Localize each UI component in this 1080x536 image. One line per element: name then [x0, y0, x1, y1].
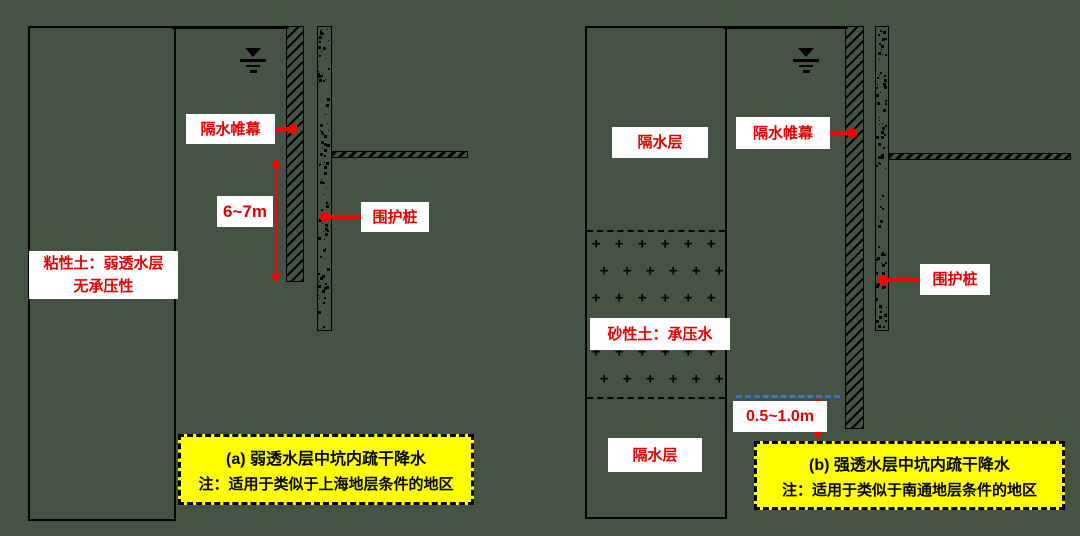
sand-layer-pattern-b: ++++++++++++++++++++++++++++++++++++: [592, 236, 724, 387]
layer-boundary-bottom-b: [587, 397, 725, 399]
measure-arrow-line-a: [274, 165, 278, 275]
sand-layer-label-b: 砂性土：承压水: [590, 318, 730, 350]
caption-title-b: (b) 强透水层中坑内疏干降水: [809, 457, 1010, 474]
measure-arrowhead-down-b: [813, 431, 823, 440]
pile-leader-dot-b: [878, 275, 888, 285]
curtain-leader-line-b: [830, 131, 850, 135]
pile-leader-line-a: [328, 215, 361, 219]
ground-surface-strip-b: [889, 153, 1071, 160]
bottom-layer-label-text-b: 隔水层: [632, 446, 678, 464]
waterproof-curtain-a: [286, 26, 304, 282]
soil-column-b: [585, 26, 727, 519]
pile-leader-dot-a: [320, 212, 330, 222]
measure-arrowhead-down-a: [271, 274, 281, 283]
water-table-icon: [791, 48, 821, 73]
curtain-label-b: 隔水帷幕: [736, 117, 830, 149]
ground-surface-strip-a: [332, 151, 468, 158]
caption-note-b: 注：适用于类似于南通地层条件的地区: [781, 482, 1037, 499]
water-table-icon: [238, 48, 268, 73]
curtain-label-text-b: 隔水帷幕: [752, 124, 813, 142]
soil-label-line1: 粘性土：弱透水层: [43, 255, 164, 272]
caption-note-a: 注：适用于类似于上海地层条件的地区: [198, 476, 454, 493]
soil-layer-label-a: 粘性土：弱透水层 无承压性: [29, 251, 178, 299]
retaining-pile-a: [317, 26, 332, 331]
depth-label-b: 0.5~1.0m: [733, 401, 827, 432]
caption-box-b: (b) 强透水层中坑内疏干降水 注：适用于类似于南通地层条件的地区: [754, 441, 1065, 510]
pile-label-b: 围护桩: [920, 264, 990, 295]
soil-label-line2: 无承压性: [73, 278, 134, 295]
ground-top-line-a: [172, 26, 287, 29]
sand-layer-label-text-b: 砂性土：承压水: [607, 325, 713, 343]
depth-label-text-b: 0.5~1.0m: [745, 408, 815, 425]
curtain-label-text-a: 隔水帷幕: [200, 120, 261, 138]
pile-label-text-a: 围护桩: [372, 208, 418, 226]
ground-top-line-b: [723, 26, 846, 29]
curtain-leader-line-a: [275, 127, 293, 131]
waterproof-curtain-b: [845, 26, 864, 429]
curtain-label-a: 隔水帷幕: [186, 114, 275, 144]
curtain-leader-dot-b: [847, 128, 857, 138]
top-layer-label-b: 隔水层: [612, 127, 708, 158]
depth-label-text-a: 6~7m: [223, 202, 267, 221]
pile-label-text-b: 围护桩: [932, 271, 978, 288]
top-layer-label-text-b: 隔水层: [637, 134, 683, 151]
water-level-dashed-line-b: [736, 395, 840, 398]
caption-box-a: (a) 弱透水层中坑内疏干降水 注：适用于类似于上海地层条件的地区: [178, 434, 474, 505]
curtain-leader-dot-a: [288, 124, 298, 134]
layer-boundary-top-b: [587, 230, 725, 232]
depth-label-a: 6~7m: [217, 196, 273, 227]
measure-arrowhead-up-a: [271, 158, 281, 167]
bottom-layer-label-b: 隔水层: [608, 438, 702, 472]
caption-title-a: (a) 弱透水层中坑内疏干降水: [225, 451, 426, 468]
pile-leader-line-b: [886, 278, 920, 282]
pile-label-a: 围护桩: [361, 202, 429, 232]
retaining-pile-b: [875, 26, 889, 331]
